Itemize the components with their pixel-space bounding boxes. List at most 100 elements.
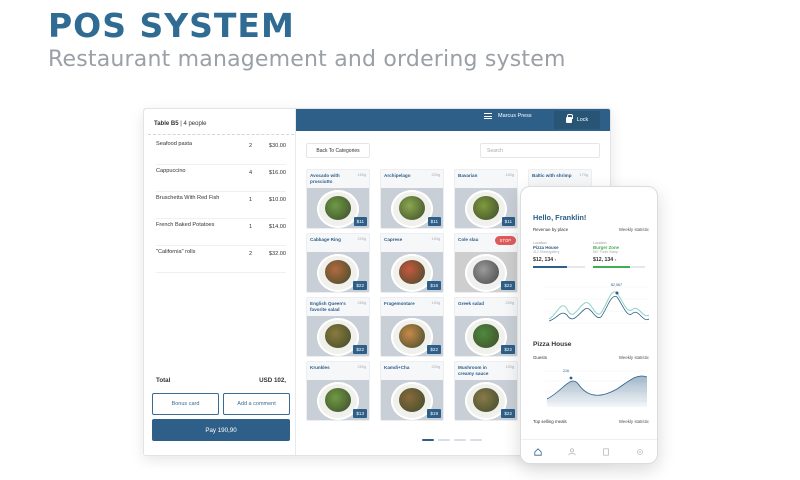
back-label: Back To Categories [316, 147, 360, 154]
dish-weight: 180g [505, 173, 514, 177]
dish-name: Kamdi+Cha [384, 365, 410, 370]
dish-name: Baltic with shrimp [532, 173, 572, 178]
bonus-card-label: Bonus card [171, 401, 200, 407]
section-title: Pizza House [533, 341, 572, 348]
pay-button[interactable]: Pay 190,90 [152, 419, 290, 441]
page-indicator[interactable] [422, 439, 434, 441]
dish-name: Fragemontare [384, 301, 415, 306]
top-selling-row: Top selling meals Weekly statistic [533, 419, 649, 424]
dish-weight: 190g [431, 301, 440, 305]
add-comment-button[interactable]: Add a comment [223, 393, 290, 415]
dish-name: Cole slau [458, 237, 479, 242]
dish-price: $22 [501, 345, 515, 354]
place-amount: $12, 134 [533, 257, 554, 263]
place-card-2[interactable]: Location Burger Zone 887 Fresh Ramp $12,… [593, 241, 645, 268]
dish-price: $22 [353, 281, 367, 290]
hero-title: POS SYSTEM [48, 6, 295, 45]
pay-label: Pay 190,90 [205, 426, 237, 434]
dish-weight: 200g [431, 365, 440, 369]
greeting: Hello, Franklin! [533, 213, 587, 222]
revenue-label: Revenue by place [533, 227, 569, 232]
phone-screen: Hello, Franklin! Revenue by place Weekly… [520, 186, 658, 464]
bonus-card-button[interactable]: Bonus card [152, 393, 219, 415]
dish-price: $22 [353, 345, 367, 354]
dish-card[interactable]: English Queen's favorite salad 280g $22 [306, 297, 370, 357]
dish-weight: 200g [431, 173, 440, 177]
user-menu[interactable]: Marcus Press [484, 113, 532, 119]
guests-row: Guests Weekly statistic [533, 355, 649, 360]
dish-photo [455, 316, 517, 356]
dish-price: $11 [353, 217, 367, 226]
order-item-qty: 4 [249, 170, 253, 176]
user-icon[interactable] [568, 447, 576, 456]
lock-icon [565, 114, 573, 123]
total-label: Total [156, 377, 171, 384]
hamburger-icon [484, 113, 492, 119]
lock-button[interactable]: Lock [554, 111, 600, 129]
dish-price: $22 [501, 281, 515, 290]
weekly-select[interactable]: Weekly statistic [618, 355, 649, 360]
dish-name: English Queen's favorite salad [310, 301, 346, 312]
dish-weight: 190g [431, 237, 440, 241]
back-to-categories-button[interactable]: Back To Categories [306, 143, 370, 158]
place-address: 312 Sheet/gallery [533, 250, 560, 254]
revenue-bar [593, 266, 645, 268]
clipboard-icon[interactable] [602, 447, 610, 456]
order-item-qty: 2 [249, 251, 253, 257]
dish-weight: 250g [505, 301, 514, 305]
dish-weight: 180g [357, 173, 366, 177]
weekly-select[interactable]: Weekly statistic [618, 419, 649, 424]
table-tab[interactable]: Table B5 | 4 people [148, 115, 294, 135]
chart1-value: $2,567 [611, 283, 622, 287]
dish-photo [381, 316, 443, 356]
page-indicator[interactable] [470, 439, 482, 441]
dish-name: Caprese [384, 237, 403, 242]
place-name: Pizza House [533, 245, 559, 250]
order-item-name: Cappuccino [156, 168, 186, 174]
place-name: Burger Zone [593, 245, 620, 250]
dish-weight: 170g [579, 173, 588, 177]
gear-icon[interactable] [636, 448, 644, 456]
page-indicator[interactable] [438, 439, 450, 441]
order-item-price: $32.00 [268, 251, 286, 257]
dish-name: Krunkles [310, 365, 330, 370]
search-input[interactable]: Search [480, 143, 600, 158]
page-indicator[interactable] [454, 439, 466, 441]
dish-name: Mushroom in creamy sauce [458, 365, 489, 376]
order-item-name: Bruschetta With Red Fish [156, 195, 220, 201]
user-name: Marcus Press [498, 113, 532, 119]
revenue-line-chart: $2,567 [545, 283, 649, 324]
lock-label: Lock [576, 117, 589, 123]
place-amount: $12, 134 [593, 257, 614, 263]
table-label: Table B5 [154, 121, 179, 127]
weekly-select[interactable]: Weekly statistic [618, 227, 649, 232]
add-comment-label: Add a comment [237, 401, 276, 407]
chart2-value: 216 [563, 369, 569, 373]
revenue-bar [533, 266, 585, 268]
home-icon[interactable] [534, 447, 542, 456]
bottom-nav [521, 439, 657, 463]
order-item-name: French Baked Potatoes [156, 222, 215, 228]
place-card-1[interactable]: Location Pizza House 312 Sheet/gallery $… [533, 241, 585, 268]
dish-photo [381, 188, 443, 228]
dish-photo [307, 316, 369, 356]
order-item-qty: 2 [249, 143, 253, 149]
dish-weight: 280g [357, 301, 366, 305]
